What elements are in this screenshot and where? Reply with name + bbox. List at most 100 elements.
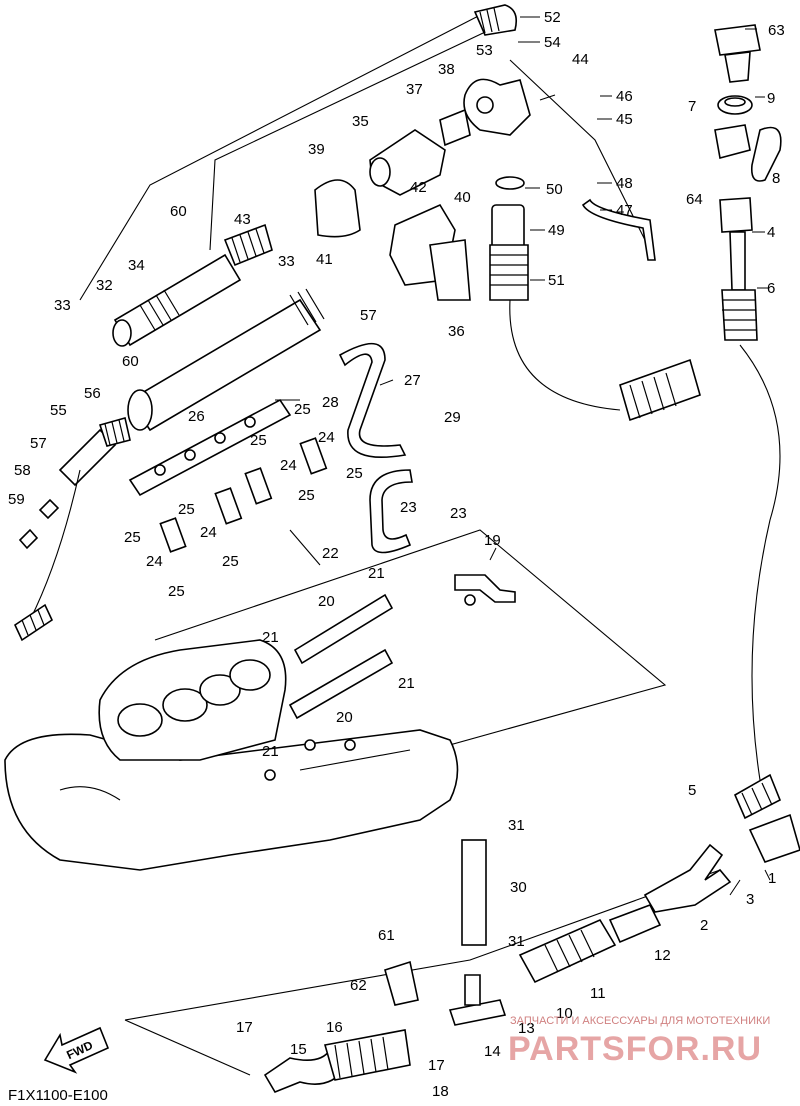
callout-48: 48 [616, 175, 633, 192]
tube-30 [461, 839, 487, 946]
callout-41: 41 [316, 251, 333, 268]
callout-37: 37 [406, 81, 423, 98]
callout-33b: 33 [278, 253, 295, 270]
leader-lines [275, 16, 771, 896]
hose-60 [127, 288, 325, 432]
watermark-tagline: ЗАПЧАСТИ И АКСЕССУАРЫ ДЛЯ МОТОТЕХНИКИ [510, 1015, 770, 1027]
callout-56: 56 [84, 385, 101, 402]
callout-50: 50 [546, 181, 563, 198]
callout-25a: 25 [294, 401, 311, 418]
callout-32: 32 [96, 277, 113, 294]
callout-8: 8 [772, 170, 780, 187]
hose-49-51 [489, 176, 701, 422]
callout-58: 58 [14, 462, 31, 479]
watermark-brand: PARTSFOR.RU [508, 1030, 762, 1068]
callout-45: 45 [616, 111, 633, 128]
hose-1 [748, 813, 800, 863]
callout-26: 26 [188, 408, 205, 425]
callout-20: 20 [318, 593, 335, 610]
callout-52: 52 [544, 9, 561, 26]
engine-manifold [4, 639, 459, 871]
callout-25d: 25 [298, 487, 315, 504]
callout-25g: 25 [222, 553, 239, 570]
fwd-arrow-icon: FWD [43, 1026, 110, 1074]
bracket-39 [314, 179, 361, 238]
body-40 [389, 203, 471, 301]
callout-2: 2 [700, 917, 708, 934]
filler-cap-63 [714, 24, 761, 83]
callout-29: 29 [444, 409, 461, 426]
callout-28: 28 [322, 394, 339, 411]
callout-40: 40 [454, 189, 471, 206]
callout-49: 49 [548, 222, 565, 239]
hose-5-right [733, 773, 782, 820]
callout-60: 60 [170, 203, 187, 220]
callout-47: 47 [616, 202, 633, 219]
short-hoses-24 [159, 437, 328, 553]
callout-21: 21 [368, 565, 385, 582]
callout-4: 4 [767, 224, 775, 241]
callout-31b: 31 [508, 933, 525, 950]
callout-61: 61 [378, 927, 395, 944]
diagram-code: F1X1100-E100 [8, 1087, 108, 1104]
callout-25f: 25 [124, 529, 141, 546]
callout-23: 23 [400, 499, 417, 516]
body-38 [463, 78, 531, 136]
y-joint-2 [643, 843, 732, 913]
lower-hose-15-16 [263, 1029, 411, 1093]
callout-14: 14 [484, 1043, 501, 1060]
callout-9: 9 [767, 90, 775, 107]
callout-46: 46 [616, 88, 633, 105]
callout-10: 10 [556, 1005, 573, 1022]
callout-55: 55 [50, 402, 67, 419]
callout-25b: 25 [250, 432, 267, 449]
callout-39: 39 [308, 141, 325, 158]
filler-neck-4-6 [719, 197, 758, 341]
guide-lines [79, 9, 781, 1076]
tubes-20 [288, 593, 394, 720]
callout-31: 31 [508, 817, 525, 834]
callout-24c: 24 [200, 524, 217, 541]
callout-43: 43 [234, 211, 251, 228]
callout-25c: 25 [346, 465, 363, 482]
lower-pipe-10-11 [518, 903, 662, 984]
callout-20b: 20 [336, 709, 353, 726]
callout-62: 62 [350, 977, 367, 994]
callout-27: 27 [404, 372, 421, 389]
callout-30: 30 [510, 879, 527, 896]
callout-5: 5 [688, 782, 696, 799]
callout-22: 22 [322, 545, 339, 562]
callout-1: 1 [768, 870, 776, 887]
callout-25h: 25 [168, 583, 185, 600]
callout-24: 24 [318, 429, 335, 446]
callout-11: 11 [590, 985, 606, 1002]
callout-17b: 17 [428, 1057, 445, 1074]
tube-47 [581, 198, 656, 261]
callout-24d: 24 [146, 553, 163, 570]
callout-21c: 21 [398, 675, 415, 692]
callout-54: 54 [544, 34, 561, 51]
callout-16: 16 [326, 1019, 343, 1036]
tee-19 [454, 574, 516, 606]
callout-51: 51 [548, 272, 565, 289]
bracket-7-8 [714, 124, 782, 182]
callout-24b: 24 [280, 457, 297, 474]
tube-22 [369, 469, 413, 554]
callout-21d: 21 [262, 743, 279, 760]
nipple-37 [439, 108, 471, 147]
callout-19: 19 [484, 532, 501, 549]
callout-12: 12 [654, 947, 671, 964]
hose-52-53 [473, 4, 518, 36]
callout-34: 34 [128, 257, 145, 274]
callout-33: 33 [54, 297, 71, 314]
callout-60b: 60 [122, 353, 139, 370]
callout-23b: 23 [450, 505, 467, 522]
callout-38: 38 [438, 61, 455, 78]
callout-25e: 25 [178, 501, 195, 518]
watermark: ЗАПЧАСТИ И АКСЕССУАРЫ ДЛЯ МОТОТЕХНИКИ PA… [508, 1015, 770, 1068]
callout-59: 59 [8, 491, 25, 508]
valve-35 [369, 129, 446, 196]
callout-36: 36 [448, 323, 465, 340]
callout-57: 57 [30, 435, 47, 452]
